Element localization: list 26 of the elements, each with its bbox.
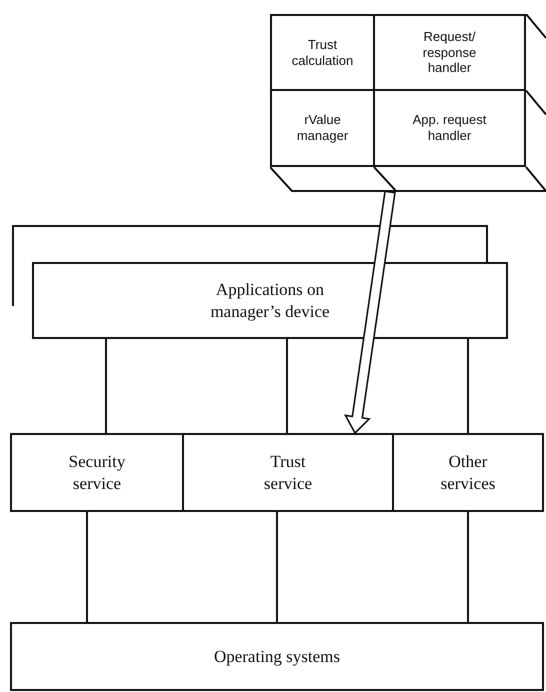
layer-box bbox=[32, 262, 508, 339]
connector-line bbox=[86, 512, 88, 622]
component-cell bbox=[270, 89, 375, 167]
connector-line bbox=[105, 339, 107, 433]
node-label: Other services bbox=[440, 451, 496, 494]
node-label: Trust calculation bbox=[290, 36, 354, 68]
layer-box bbox=[182, 433, 394, 512]
node-label: App. request handler bbox=[412, 112, 488, 144]
hollow-arrow bbox=[344, 190, 396, 434]
layer-box bbox=[392, 433, 544, 512]
connector-line bbox=[467, 512, 469, 622]
layer-box bbox=[10, 433, 184, 512]
connector-line bbox=[286, 339, 288, 433]
node-label: Security service bbox=[68, 451, 126, 494]
connector-line bbox=[276, 512, 278, 622]
layer-box bbox=[10, 622, 544, 691]
component-cell bbox=[373, 14, 526, 91]
node-label: Applications on manager’s device bbox=[209, 279, 331, 322]
component-cell bbox=[373, 89, 526, 167]
node-label: Trust service bbox=[262, 451, 314, 494]
node-label: Operating systems bbox=[214, 646, 340, 668]
component-cell bbox=[270, 14, 375, 91]
node-label: Request/ response handler bbox=[422, 29, 478, 76]
connector-line bbox=[467, 339, 469, 433]
module-block bbox=[270, 14, 546, 192]
node-label: rValue manager bbox=[296, 112, 350, 144]
